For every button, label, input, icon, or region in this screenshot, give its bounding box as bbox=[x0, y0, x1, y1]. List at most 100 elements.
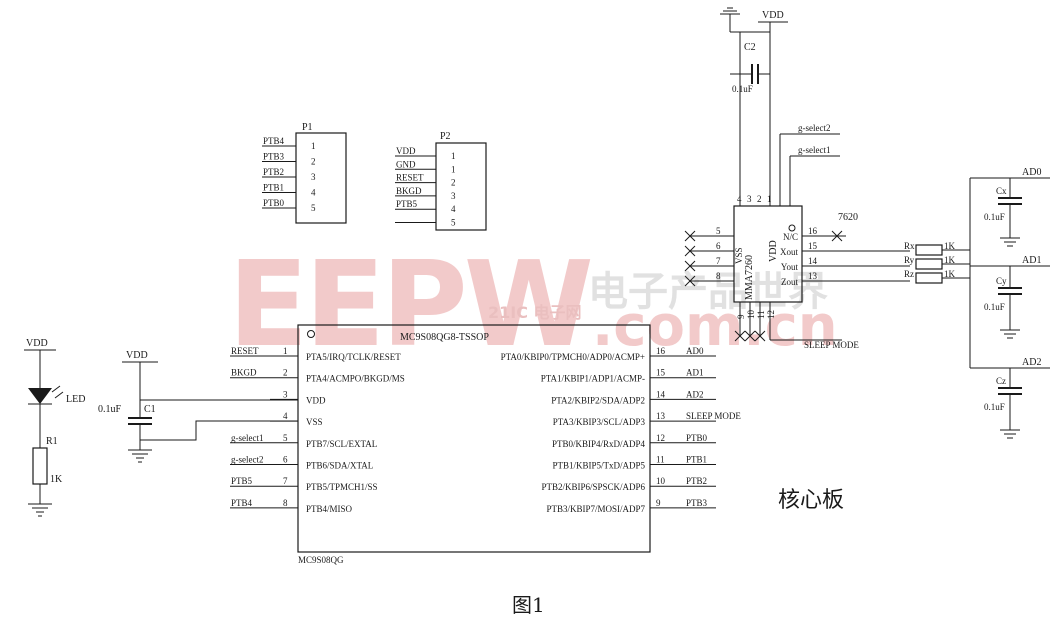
filter-c-value: 0.1uF bbox=[984, 212, 1005, 222]
c1-circuit: VDD 0.1uF C1 bbox=[98, 350, 298, 463]
mcu-left-num: 6 bbox=[283, 455, 288, 465]
p1-pin-num: 2 bbox=[311, 157, 316, 167]
p1-pin-num: 1 bbox=[311, 141, 316, 151]
accel-label: MMA7260 bbox=[744, 255, 755, 300]
p1-pin-num: 4 bbox=[311, 188, 316, 198]
mcu-left-name: VDD bbox=[306, 395, 326, 405]
p1-pin-net: PTB1 bbox=[263, 183, 284, 193]
accel-body bbox=[733, 205, 803, 303]
mcu-left-num: 4 bbox=[283, 411, 288, 421]
filter-resistor bbox=[915, 272, 943, 284]
accel-left-num: 6 bbox=[716, 241, 721, 251]
p2-pin-num: 3 bbox=[451, 191, 456, 201]
mcu-right-num: 10 bbox=[656, 476, 666, 486]
mcu-right-net: AD1 bbox=[686, 368, 704, 378]
mcu-right-net: PTB2 bbox=[686, 476, 707, 486]
mcu-right-name: PTB3/KBIP7/MOSI/ADP7 bbox=[546, 504, 645, 514]
mcu-left-net: g-select1 bbox=[231, 433, 263, 443]
r1-symbol bbox=[32, 447, 48, 485]
filter-c-value: 0.1uF bbox=[984, 302, 1005, 312]
mcu-right-name: PTA3/KBIP3/SCL/ADP3 bbox=[553, 417, 646, 427]
p2-pin-num: 5 bbox=[451, 218, 456, 228]
accel-left-num: 7 bbox=[716, 256, 721, 266]
p2-body bbox=[435, 142, 487, 231]
figure-caption: 图1 bbox=[512, 593, 545, 617]
mcu-right-num: 11 bbox=[656, 455, 665, 465]
watermark-site: .com.cn bbox=[592, 294, 838, 359]
filter-c-value: 0.1uF bbox=[984, 402, 1005, 412]
accelerometer: VDD C2 0.1uF g-select2 g-select1 7620 MM… bbox=[684, 7, 910, 350]
filter-resistor bbox=[915, 258, 943, 270]
mcu-right-net: AD0 bbox=[686, 346, 704, 356]
p1-pin-net: PTB4 bbox=[263, 136, 285, 146]
mcu-right-net: PTB0 bbox=[686, 433, 708, 443]
led-circuit: VDD LED R1 1K bbox=[24, 338, 85, 517]
p2-pin-net: BKGD bbox=[396, 186, 422, 196]
accel-vss: VSS bbox=[734, 247, 744, 264]
c1-value: 0.1uF bbox=[98, 404, 122, 415]
filter-r-ref: Ry bbox=[904, 255, 915, 265]
filter-net: AD0 bbox=[1022, 167, 1041, 178]
mcu-left-name: PTB6/SDA/XTAL bbox=[306, 461, 373, 471]
p2-pin-num: 4 bbox=[451, 204, 456, 214]
accel-bottom-num: 9 bbox=[736, 314, 746, 319]
p1-title: P1 bbox=[302, 122, 313, 133]
watermark: EEPW .com.cn 电子产品世界 21IC 电子网 bbox=[228, 235, 838, 373]
accel-right-num: 13 bbox=[808, 271, 818, 281]
mcu-title: MC9S08QG8-TSSOP bbox=[400, 332, 489, 343]
filter-r-value: 1K bbox=[944, 269, 956, 279]
p1-pin-net: PTB3 bbox=[263, 152, 285, 162]
accel-right-num: 14 bbox=[808, 256, 818, 266]
c2-ref: C2 bbox=[744, 42, 756, 53]
filter-r-ref: Rz bbox=[904, 269, 914, 279]
mcu-right-name: PTB1/KBIP5/TxD/ADP5 bbox=[552, 461, 645, 471]
mcu-right-name: PTA0/KBIP0/TPMCH0/ADP0/ACMP+ bbox=[501, 352, 645, 362]
mcu-right-name: PTA2/KBIP2/SDA/ADP2 bbox=[551, 395, 645, 405]
g-select2-label: g-select2 bbox=[798, 123, 830, 133]
mcu-left-name: PTB4/MISO bbox=[306, 504, 353, 514]
p2-pin-num: 1 bbox=[451, 164, 456, 174]
mcu-right-num: 9 bbox=[656, 498, 661, 508]
accel-vdd: VDD bbox=[768, 240, 779, 262]
filter-resistor bbox=[915, 244, 943, 256]
mcu-right-net: PTB1 bbox=[686, 455, 707, 465]
mcu-right-name: PTB0/KBIP4/RxD/ADP4 bbox=[552, 439, 646, 449]
accel-bottom-num: 12 bbox=[766, 310, 776, 319]
mcu-left-net: g-select2 bbox=[231, 455, 263, 465]
r1-value: 1K bbox=[50, 474, 63, 485]
mcu-left-net: BKGD bbox=[231, 368, 257, 378]
mcu-right-num: 15 bbox=[656, 368, 666, 378]
p1-pin-net: PTB2 bbox=[263, 167, 284, 177]
mcu-left-num: 5 bbox=[283, 433, 288, 443]
mcu-right-net: PTB3 bbox=[686, 498, 708, 508]
nc-mark bbox=[744, 330, 756, 342]
p1-pin-num: 3 bbox=[311, 172, 316, 182]
filter-r-value: 1K bbox=[944, 241, 956, 251]
nc-mark bbox=[684, 275, 696, 287]
accel-left-num: 8 bbox=[716, 271, 721, 281]
accel-right-name: Zout bbox=[781, 277, 798, 287]
accel-bottom-num: 11 bbox=[756, 310, 766, 319]
accel-sleep-mode: SLEEP MODE bbox=[804, 340, 859, 350]
mcu-left-name: PTB7/SCL/EXTAL bbox=[306, 439, 377, 449]
mcu-pin1-marker bbox=[307, 330, 315, 338]
c1-vdd-label: VDD bbox=[126, 350, 148, 361]
accel-right-num: 16 bbox=[808, 226, 818, 236]
r1-ref: R1 bbox=[46, 436, 58, 447]
mcu-right-net: AD2 bbox=[686, 389, 704, 399]
mcu-right-name: PTB2/KBIP6/SPSCK/ADP6 bbox=[541, 482, 645, 492]
mcu-left-name: PTA4/ACMPO/BKGD/MS bbox=[306, 374, 405, 384]
p2-pin-net: PTB5 bbox=[396, 199, 418, 209]
nc-mark bbox=[684, 245, 696, 257]
mcu-left-net: PTB4 bbox=[231, 498, 253, 508]
accel-right-name: N/C bbox=[783, 232, 798, 242]
p2-pin-num: 2 bbox=[451, 178, 456, 188]
p2-pin-net: GND bbox=[396, 159, 416, 169]
mcu-left-net: RESET bbox=[231, 346, 259, 356]
c2-vdd-label: VDD bbox=[762, 10, 784, 21]
p1-pin-num: 5 bbox=[311, 203, 316, 213]
mcu-left-num: 1 bbox=[283, 346, 288, 356]
